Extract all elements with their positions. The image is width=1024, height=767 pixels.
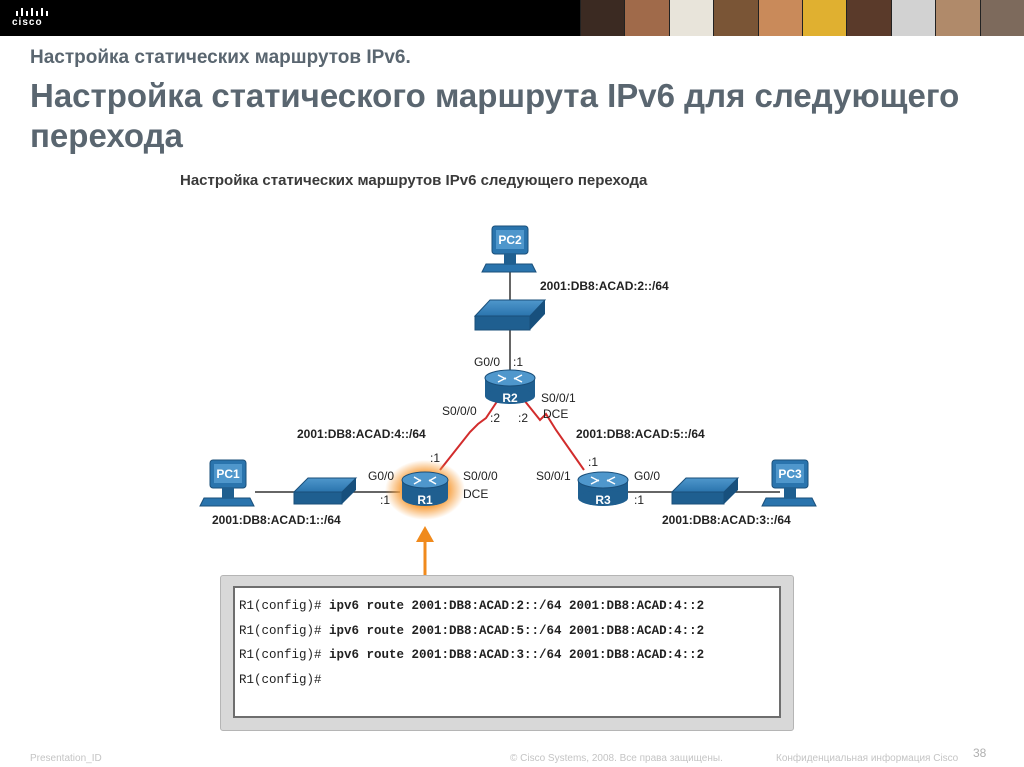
serial-link-r1-r2 xyxy=(439,399,499,471)
cisco-logo xyxy=(16,8,48,16)
cli-output-panel: R1(config)# ipv6 route 2001:DB8:ACAD:2::… xyxy=(220,575,794,731)
cli-line: R1(config)# ipv6 route 2001:DB8:ACAD:5::… xyxy=(239,619,779,644)
cli-line: R1(config)# ipv6 route 2001:DB8:ACAD:3::… xyxy=(239,643,779,668)
switch-right-icon xyxy=(670,477,740,505)
pointer-arrow-icon xyxy=(416,526,434,578)
r2-g00-host-label: :1 xyxy=(513,355,523,369)
cli-prompt: R1(config)# xyxy=(239,623,322,638)
r2-dce-label: DCE xyxy=(543,407,568,421)
r2-s000-label: S0/0/0 xyxy=(442,404,477,418)
pc2-computer-icon xyxy=(481,225,537,273)
cli-command: ipv6 route 2001:DB8:ACAD:5::/64 2001:DB8… xyxy=(321,623,705,638)
r3-g00-label: G0/0 xyxy=(634,469,660,483)
r1-s000-label: S0/0/0 xyxy=(463,469,498,483)
cli-line: R1(config)# xyxy=(239,668,779,693)
serial-link-r2-r3 xyxy=(523,399,585,471)
footer-presentation-id: Presentation_ID xyxy=(30,753,102,764)
cli-command: ipv6 route 2001:DB8:ACAD:3::/64 2001:DB8… xyxy=(321,648,705,662)
pc3-computer-icon xyxy=(761,459,817,507)
photo-tile xyxy=(979,0,1024,36)
r1-label: R1 xyxy=(417,493,433,507)
logo-text: cisco xyxy=(12,17,43,28)
footer-confidential: Конфиденциальная информация Cisco xyxy=(776,753,959,764)
cli-line: R1(config)# ipv6 route 2001:DB8:ACAD:2::… xyxy=(239,594,779,619)
pc3-label: PC3 xyxy=(778,467,802,481)
r2-s000-host-label: :2 xyxy=(490,411,500,425)
net1-label: 2001:DB8:ACAD:1::/64 xyxy=(212,513,341,527)
pc1-computer-icon xyxy=(199,459,255,507)
top-bar: cisco xyxy=(0,0,1024,36)
r2-label: R2 xyxy=(502,391,518,405)
page-number: 38 xyxy=(973,746,987,760)
serial-links xyxy=(439,399,585,471)
r1-dce-label: DCE xyxy=(463,487,488,501)
photo-tile xyxy=(624,0,669,36)
net4-label: 2001:DB8:ACAD:4::/64 xyxy=(297,427,426,441)
r3-s001-label: S0/0/1 xyxy=(536,469,571,483)
r2-g00-label: G0/0 xyxy=(474,355,500,369)
photo-tile xyxy=(846,0,891,36)
cli-command: ipv6 route 2001:DB8:ACAD:2::/64 2001:DB8… xyxy=(321,599,705,613)
switch-top-icon xyxy=(473,299,547,331)
switch-left-icon xyxy=(292,477,358,505)
people-photo-strip xyxy=(580,0,1024,36)
photo-tile xyxy=(802,0,847,36)
r2-router-icon xyxy=(484,369,536,404)
cli-prompt: R1(config)# xyxy=(239,648,322,662)
photo-tile xyxy=(668,0,714,36)
r3-s001-host-label: :1 xyxy=(588,455,598,469)
cli-prompt: R1(config)# xyxy=(239,599,322,613)
photo-tile xyxy=(713,0,758,36)
slide-subtitle: Настройка статических маршрутов IPv6. xyxy=(30,47,411,68)
footer-copyright: © Cisco Systems, 2008. Все права защищен… xyxy=(510,753,723,764)
pc2-label: PC2 xyxy=(498,233,522,247)
r1-g00-label: G0/0 xyxy=(368,469,394,483)
pc1-label: PC1 xyxy=(216,467,240,481)
slide-title: Настройка статического маршрута IPv6 для… xyxy=(30,77,960,154)
r3-label: R3 xyxy=(595,493,611,507)
diagram-title: Настройка статических маршрутов IPv6 сле… xyxy=(180,172,648,189)
photo-tile xyxy=(757,0,803,36)
r1-router-icon xyxy=(401,471,449,506)
cli-terminal: R1(config)# ipv6 route 2001:DB8:ACAD:2::… xyxy=(233,586,781,718)
cli-prompt: R1(config)# xyxy=(239,672,322,687)
photo-tile xyxy=(890,0,936,36)
r2-s001-host-label: :2 xyxy=(518,411,528,425)
r3-g00-host-label: :1 xyxy=(634,493,644,507)
photo-tile xyxy=(935,0,980,36)
r1-g00-host-label: :1 xyxy=(380,493,390,507)
photo-tile xyxy=(580,0,625,36)
net5-label: 2001:DB8:ACAD:5::/64 xyxy=(576,427,705,441)
r1-s000-host-label: :1 xyxy=(430,451,440,465)
r3-router-icon xyxy=(577,471,629,506)
net2-label: 2001:DB8:ACAD:2::/64 xyxy=(540,279,669,293)
r2-s001-label: S0/0/1 xyxy=(541,391,576,405)
net3-label: 2001:DB8:ACAD:3::/64 xyxy=(662,513,791,527)
